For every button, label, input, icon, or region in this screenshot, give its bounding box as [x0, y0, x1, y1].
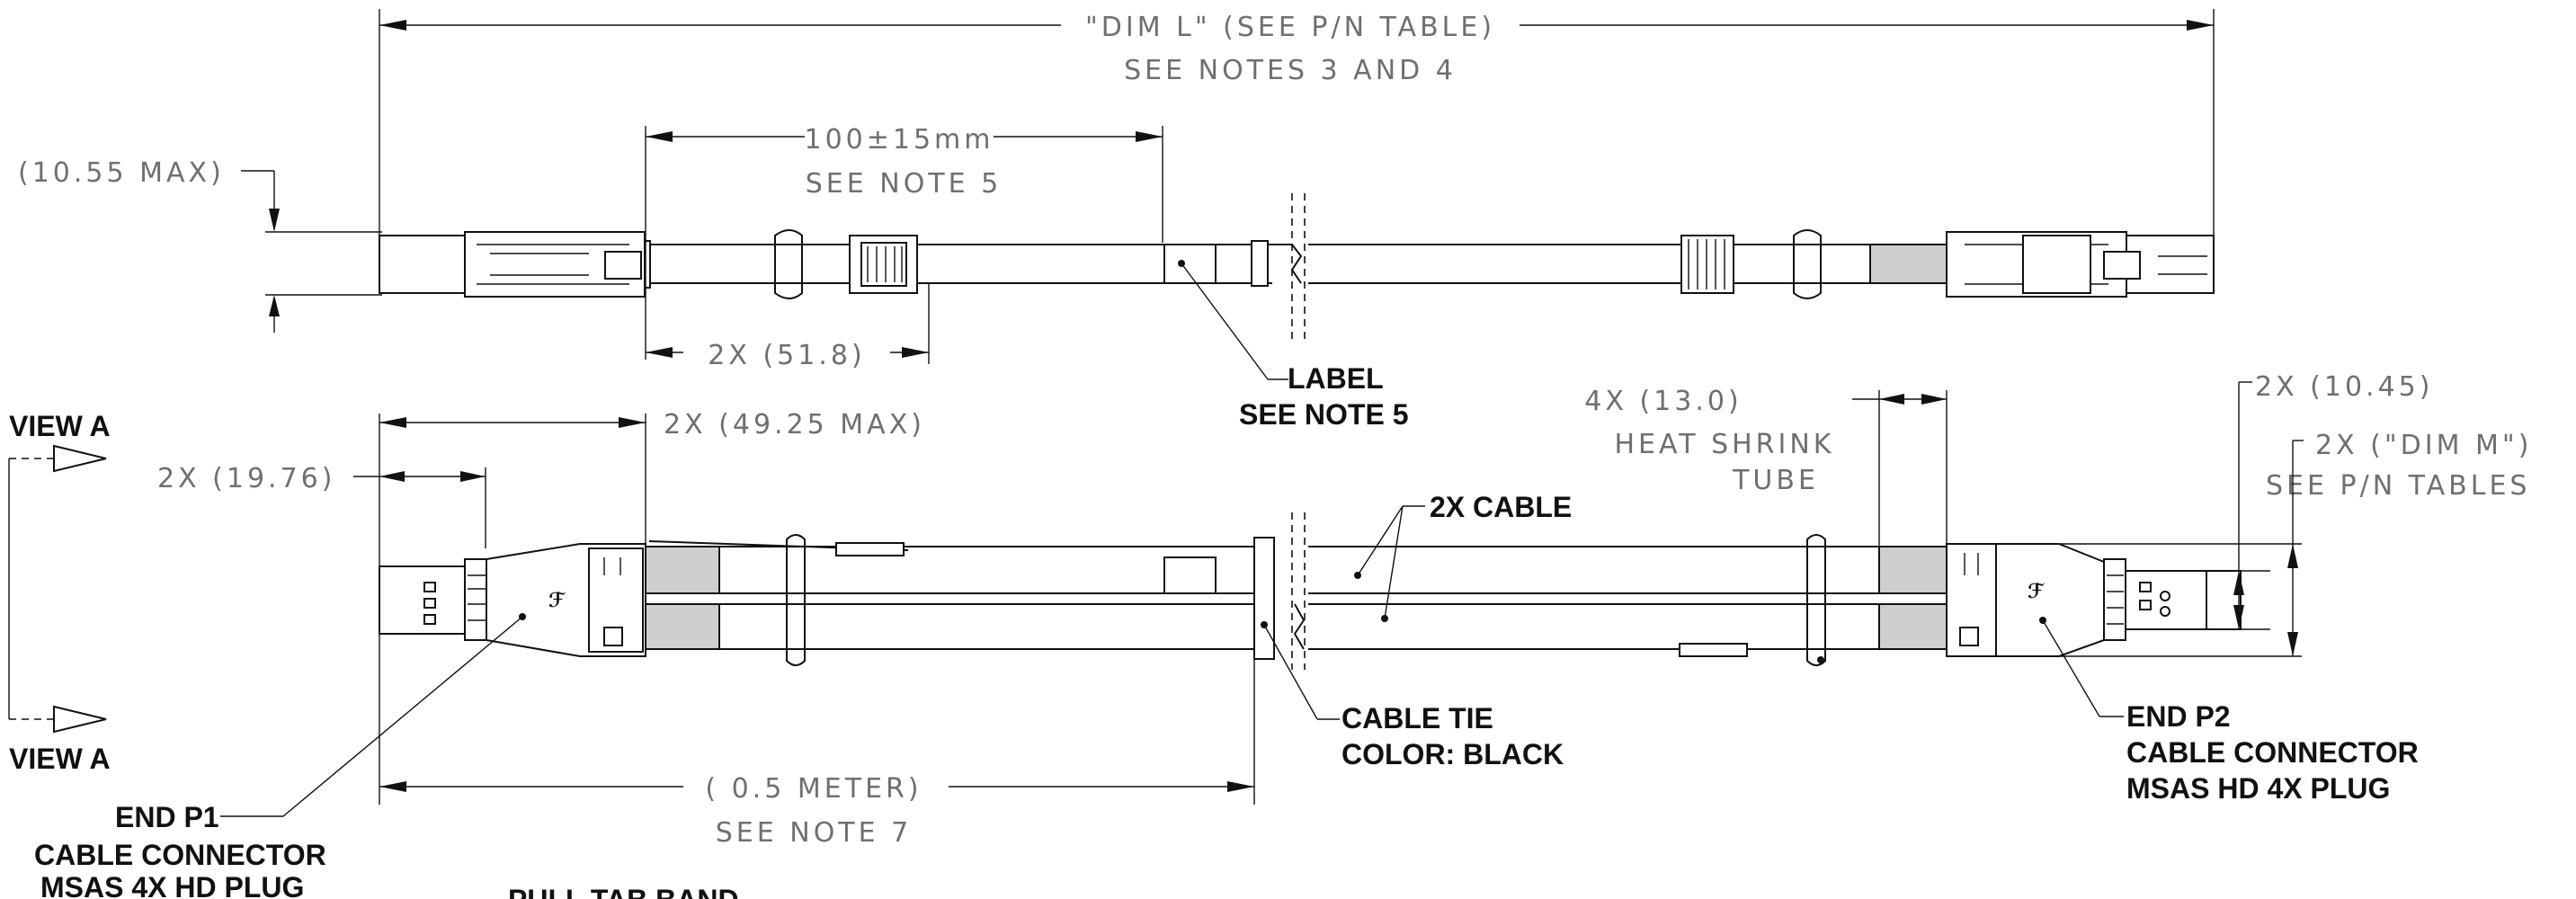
end-p1-line3: MSAS 4X HD PLUG [40, 871, 304, 899]
label-note: SEE NOTE 5 [1239, 398, 1409, 431]
cable-callout-leaders [1354, 505, 1425, 622]
label-callout: LABEL [1288, 362, 1384, 395]
dim-l-note: SEE NOTES 3 AND 4 [1124, 55, 1457, 86]
bottom-view: VIEW A VIEW A 2X (49.25 MAX) 2X (19.76) [8, 371, 2532, 899]
break-symbol-top [1272, 193, 1306, 342]
tie-position-note: SEE NOTE 7 [716, 817, 912, 849]
dim-l-label: "DIM L" (SEE P/N TABLE) [1085, 12, 1495, 43]
tail-length-note: SEE NOTE 5 [806, 168, 1002, 200]
cable-tie-color-label: COLOR: BLACK [1341, 738, 1564, 770]
handle-dimension [646, 283, 930, 364]
tail-length-dimension [645, 126, 1163, 360]
tail-length-label: 100±15mm [804, 124, 994, 156]
cable-tie [1253, 512, 1306, 670]
view-a-bottom-label: VIEW A [9, 743, 111, 775]
pull-tab-left-side [648, 534, 909, 666]
top-view: "DIM L" (SEE P/N TABLE) SEE NOTES 3 AND … [18, 9, 2215, 431]
cable-tie-leader [1263, 624, 1340, 720]
plug-length-dimension [353, 467, 486, 548]
dim-m-label: 2X ("DIM M") [2315, 430, 2532, 461]
width-dimension [2207, 381, 2270, 630]
pull-tab-band-top-right [1680, 229, 1948, 299]
connector-p2-top [1946, 231, 2215, 298]
height-max-label: (10.55 MAX) [18, 157, 225, 189]
end-p2-leader [2042, 619, 2124, 717]
dim-m-dimension [1994, 440, 2304, 657]
connector-p2-side: ℱ [1946, 543, 2242, 657]
pull-tab-label: PULL TAB BAND [508, 884, 739, 899]
heat-shrink-label: HEAT SHRINK [1615, 429, 1835, 460]
end-p2-line2: CABLE CONNECTOR [2126, 736, 2419, 769]
heat-shrink-dim-label: 4X (13.0) [1584, 386, 1742, 417]
svg-text:ℱ: ℱ [2028, 581, 2045, 603]
end-p1-label: END P1 [115, 801, 219, 833]
plug-length-label: 2X (19.76) [157, 463, 335, 494]
connector-length-label: 2X (49.25 MAX) [664, 409, 925, 441]
end-p1-leader [220, 616, 523, 817]
end-p2-label: END P2 [2126, 700, 2231, 733]
view-a-top-label: VIEW A [9, 410, 111, 442]
svg-text:ℱ: ℱ [548, 590, 566, 612]
width-dim-label: 2X (10.45) [2255, 371, 2433, 403]
view-a-arrows [8, 444, 107, 734]
connector-p1-side: ℱ [379, 543, 646, 657]
handle-dim-label: 2X (51.8) [708, 340, 865, 371]
label-block-top [1163, 240, 1269, 287]
pull-tab-band-top-left [774, 229, 918, 299]
heat-shrink-label-2: TUBE [1732, 465, 1819, 496]
pull-tab-right-side [1679, 534, 1947, 666]
cables-side [645, 546, 1948, 650]
tie-position-dimension [379, 659, 1255, 805]
cable-top [650, 244, 1947, 284]
cable-tie-label: CABLE TIE [1341, 702, 1493, 734]
tie-position-label: ( 0.5 METER) [705, 773, 922, 805]
label-leader [1181, 263, 1288, 380]
dim-l-dimension [379, 9, 2215, 236]
cable-label: 2X CABLE [1430, 491, 1572, 523]
end-p1-line2: CABLE CONNECTOR [34, 839, 326, 871]
height-max-dimension [241, 170, 382, 333]
end-p2-line3: MSAS HD 4X PLUG [2126, 772, 2390, 805]
connector-p1-top [379, 231, 651, 298]
heat-shrink-dimension [1852, 390, 1948, 547]
dim-m-note: SEE P/N TABLES [2266, 470, 2530, 502]
